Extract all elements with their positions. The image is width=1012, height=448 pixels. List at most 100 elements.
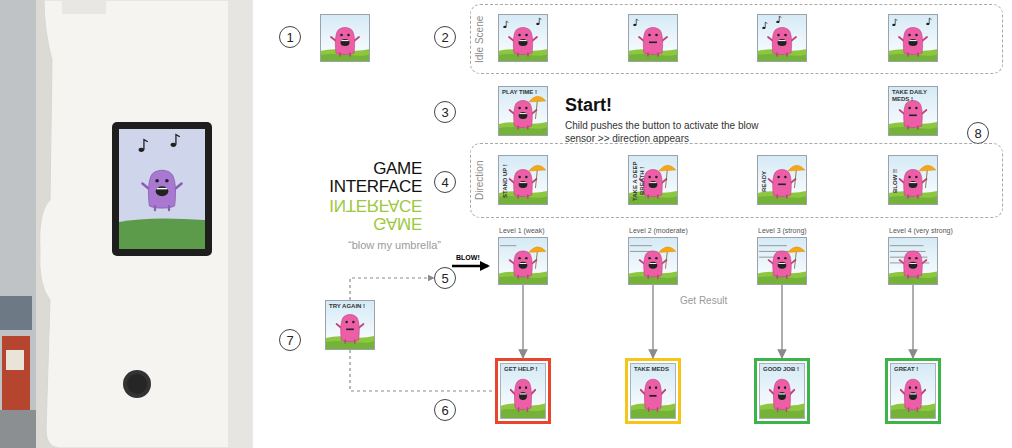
level-frame: Level 3 (strong): [757, 237, 807, 285]
group-box: Idle Scene: [470, 4, 1003, 74]
reflected-title: INTERFACE: [329, 196, 422, 214]
group-label: Direction: [474, 144, 485, 217]
screen-art: [629, 238, 677, 284]
screen-background: [501, 364, 545, 418]
result-frame: GET HELP !: [495, 358, 551, 424]
flow-connector: [522, 285, 524, 358]
screen-background: [629, 238, 677, 284]
wind-line: [630, 245, 652, 246]
level-frame: Level 2 (moderate): [628, 237, 678, 285]
screen-caption: TRY AGAIN !: [329, 303, 372, 310]
shelf-item: [2, 336, 30, 410]
result-caption: TAKE MEDS: [634, 366, 676, 373]
wind-line: [759, 245, 787, 246]
result-frame: GOOD JOB !: [754, 358, 810, 424]
umbrella: [919, 165, 936, 188]
screen-background: [760, 364, 804, 418]
flow-connector: [652, 285, 654, 358]
text-label: BLOW!: [456, 254, 480, 261]
monster-character: [510, 101, 537, 130]
callout-text: 7: [286, 334, 293, 347]
idle-screen: [628, 14, 678, 62]
monster-character: [900, 170, 927, 199]
screen-background: [889, 238, 937, 284]
blow-arrow: [452, 265, 488, 268]
group-label: Idle Scene: [474, 5, 485, 73]
callout-text: 6: [441, 404, 448, 417]
result-caption: GREAT !: [894, 366, 936, 373]
screen-frame: TAKE A DEEP BREATH !: [628, 155, 678, 205]
callout-number: 5: [434, 267, 456, 289]
screen-frame: READY: [757, 155, 807, 205]
screen-bezel: [112, 122, 212, 256]
wind-line: [890, 251, 926, 252]
screen-character: [142, 170, 181, 210]
monster-character: [337, 315, 364, 344]
screen-background: [889, 156, 937, 204]
shelf-item: [0, 410, 36, 448]
idle-screen: [498, 14, 548, 62]
screen-caption: STAND UP !: [502, 158, 545, 204]
flow-connector: [350, 278, 434, 300]
result-caption: GET HELP !: [504, 366, 546, 373]
screen-background: [326, 301, 374, 349]
monster-character: [641, 379, 666, 411]
callout-number: 8: [967, 122, 989, 144]
umbrella: [529, 165, 546, 188]
screen-art: [501, 364, 545, 418]
level-label: Level 3 (strong): [758, 227, 807, 234]
level-label: Level 4 (very strong): [889, 227, 953, 234]
screen-frame: BLOW !!: [888, 155, 938, 205]
callout-text: 4: [441, 176, 448, 189]
flow-connector: [350, 350, 495, 391]
wind-line: [500, 245, 516, 246]
monster-character: [901, 379, 926, 411]
callout-text: 3: [441, 106, 448, 119]
screen-background: [499, 238, 547, 284]
callout-number: 2: [434, 26, 456, 48]
device-photo: [0, 0, 252, 448]
monster-character: [769, 170, 796, 199]
idle-screen: [320, 14, 370, 62]
housing-shadow: [228, 0, 252, 448]
callout-number: 3: [434, 101, 456, 123]
knob: [127, 374, 147, 394]
screen-caption: TAKE DAILY MEDS !: [892, 89, 935, 103]
monster-character: [511, 379, 536, 411]
screen-grass: [119, 218, 205, 249]
level-frame: Level 1 (weak): [498, 237, 548, 285]
music-note: [139, 140, 148, 152]
shelf-item: [6, 350, 24, 370]
screen-caption: TAKE A DEEP BREATH !: [632, 158, 675, 204]
photo-background: [0, 0, 252, 448]
flow-connector: [912, 285, 914, 358]
text-label: Child pushes the button to activate the …: [565, 119, 780, 145]
text-label: “blow my umbrella”: [348, 240, 441, 252]
callout-number: 7: [279, 329, 301, 351]
monster-character: [900, 101, 927, 130]
umbrella: [659, 165, 676, 188]
shelf-item: [0, 296, 32, 330]
knob: [123, 370, 151, 398]
monster-character: [769, 251, 796, 278]
screen-background: [889, 87, 937, 135]
callout-text: 1: [286, 31, 293, 44]
screen-background: [891, 364, 935, 418]
screen-art: [889, 238, 937, 284]
monster-character: [900, 251, 927, 278]
umbrella: [529, 96, 546, 119]
shelf: [0, 0, 36, 448]
music-note: [171, 135, 180, 147]
result-frame: TAKE MEDS: [625, 358, 681, 424]
callout-text: 2: [441, 31, 448, 44]
callout-text: 8: [974, 127, 981, 140]
text-label: INTERFACE: [329, 178, 422, 196]
screen-frame: PLAY TIME !: [498, 86, 548, 136]
screen-frame: TRY AGAIN !: [325, 300, 375, 350]
screen-background: [758, 156, 806, 204]
screen-display: [119, 129, 205, 249]
callout-number: 6: [434, 399, 456, 421]
callout-number: 1: [279, 26, 301, 48]
text-label: Start!: [565, 96, 612, 115]
umbrella: [529, 247, 546, 269]
